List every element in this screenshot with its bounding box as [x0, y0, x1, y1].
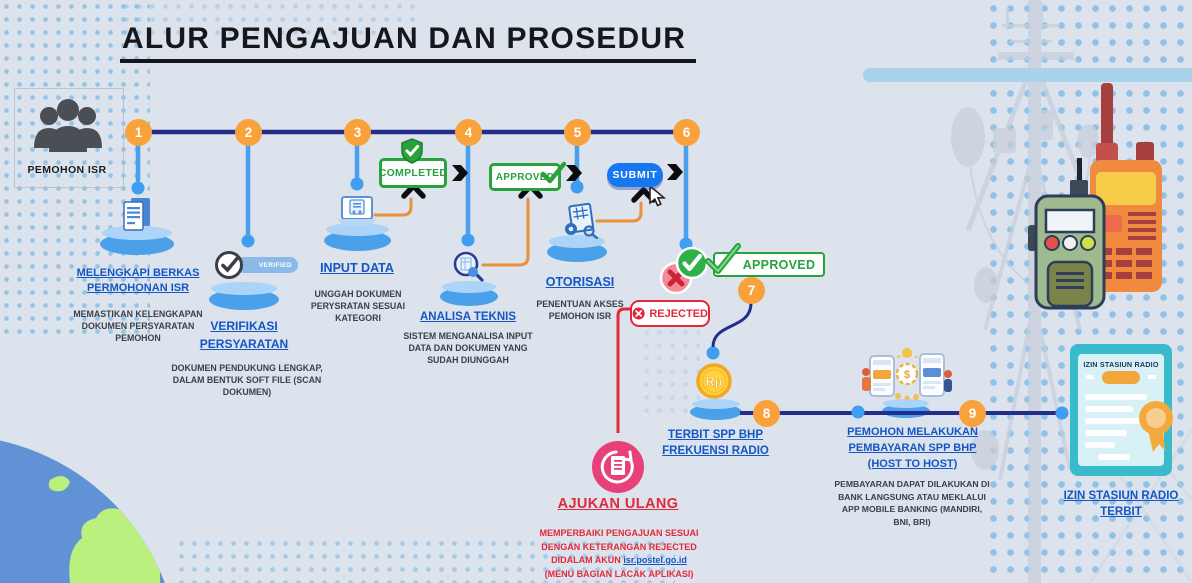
blue-stripe: [863, 68, 1192, 82]
applicant-frame: [14, 88, 124, 188]
resubmit-line3: DIDALAM AKUN: [551, 555, 621, 565]
laptop-upload-icon: [338, 196, 376, 226]
step-circle-8: 8: [753, 400, 780, 427]
step-circle-7: 7: [738, 277, 765, 304]
step5-title: OTORISASI: [545, 275, 615, 289]
step5-desc: PENENTUAN AKSES PEMOHON ISR: [536, 299, 624, 321]
arrow-up-icon: [631, 187, 656, 203]
magnifier-icon: [453, 251, 484, 282]
step1-desc: MEMASTIKAN KELENGKAPAN DOKUMEN PERSYARAT…: [73, 309, 203, 343]
step-circle-1: 1: [125, 119, 152, 146]
step-circle-9: 9: [959, 400, 986, 427]
step8-title: PEMOHON MELAKUKAN PEMBAYARAN SPP BHP (HO…: [847, 426, 978, 470]
resubmit-icon: [592, 441, 644, 493]
step-circle-4: 4: [455, 119, 482, 146]
certificate-illustration: IZIN STASIUN RADIO: [1070, 344, 1173, 476]
submit-button[interactable]: SUBMIT: [607, 163, 663, 187]
cursor-icon: [649, 184, 667, 207]
arrow-right-icon: [566, 165, 582, 181]
arrow-right-icon: [667, 164, 683, 180]
platform-disc: [440, 280, 498, 306]
applicant-label: PEMOHON ISR: [27, 164, 107, 176]
verified-badge-label: VERIFIED: [258, 261, 292, 269]
step7-title: TERBIT SPP BHP FREKUENSI RADIO: [662, 429, 769, 457]
platform-disc: [690, 398, 742, 420]
check-mark-icon: [540, 161, 566, 184]
svg-text:$: $: [904, 369, 910, 381]
submit-button-label: SUBMIT: [612, 169, 658, 181]
page-title: ALUR PENGAJUAN DAN PROSEDUR: [120, 22, 697, 63]
dot-pattern: [0, 0, 150, 335]
step2-desc: DOKUMEN PENDUKUNG LENGKAP, DALAM BENTUK …: [171, 363, 323, 397]
platform-disc: [209, 281, 279, 310]
rejected-badge: REJECTED: [630, 300, 710, 327]
step3-desc: UNGGAH DOKUMEN PERYSRATAN SESUAI KATEGOR…: [310, 289, 406, 323]
rejected-badge-label: REJECTED: [649, 307, 708, 320]
dot-pattern: [175, 537, 675, 583]
approved-outcome-label: APPROVED: [742, 257, 816, 272]
dot-pattern: [120, 0, 420, 42]
globe-illustration: [0, 440, 165, 583]
resubmit-line1: MEMPERBAIKI PENGAJUAN SESUAI: [539, 528, 699, 538]
platform-disc: [547, 235, 607, 262]
step-circle-3: 3: [344, 119, 371, 146]
resubmit-line4: (MENU BAGIAN LACAK APLIKASI): [544, 568, 694, 579]
resubmit-title: AJUKAN ULANG: [557, 496, 679, 512]
platform-disc: [100, 225, 174, 255]
shield-check-icon: [401, 138, 423, 164]
platform-disc: [882, 399, 930, 418]
green-radio: [1028, 158, 1106, 310]
step8-desc: PEMBAYARAN DAPAT DILAKUKAN DI BANK LANGS…: [834, 479, 990, 527]
approved-badge-small-label: APPROVED: [495, 171, 555, 183]
isr-postel-link[interactable]: isr.postel.go.id: [623, 555, 687, 565]
check-circle-icon: [675, 246, 709, 280]
arrow-right-icon: [452, 165, 468, 181]
step-circle-5: 5: [564, 119, 591, 146]
step-circle-6: 6: [673, 119, 700, 146]
step4-desc: SISTEM MENGANALISA INPUT DATA DAN DOKUME…: [403, 331, 533, 365]
resubmit-desc: MEMPERBAIKI PENGAJUAN SESUAI DENGAN KETE…: [528, 527, 710, 581]
step-circle-2: 2: [235, 119, 262, 146]
walkie-talkie-illustration: [1028, 83, 1162, 310]
step2-title: VERIFIKASI PERSYARATAN: [199, 319, 289, 351]
document-icon: [123, 198, 150, 231]
seal-rosette-icon: [1139, 401, 1173, 452]
completed-badge-label: COMPLETED: [378, 167, 448, 179]
payment-illustration: $: [862, 348, 952, 401]
rupiah-coin-icon: Rp: [696, 363, 732, 399]
step3-title: INPUT DATA: [320, 261, 394, 275]
svg-text:Rp: Rp: [706, 375, 723, 389]
step1-title: MELENGKAPI BERKAS PERMOHONAN ISR: [76, 267, 200, 294]
system-config-icon: [565, 202, 599, 239]
people-group-icon: [34, 99, 102, 152]
certificate-header: IZIN STASIUN RADIO: [1083, 360, 1159, 369]
big-check-icon: [705, 243, 741, 274]
step9-title: IZIN STASIUN RADIO TERBIT: [1063, 490, 1179, 518]
platform-disc: [324, 222, 391, 251]
verified-check-icon: [215, 251, 243, 279]
cross-badge-icon: [632, 307, 645, 320]
step4-title: ANALISA TEKNIS: [419, 311, 517, 323]
resubmit-line2: DENGAN KETERANGAN REJECTED: [541, 541, 697, 552]
